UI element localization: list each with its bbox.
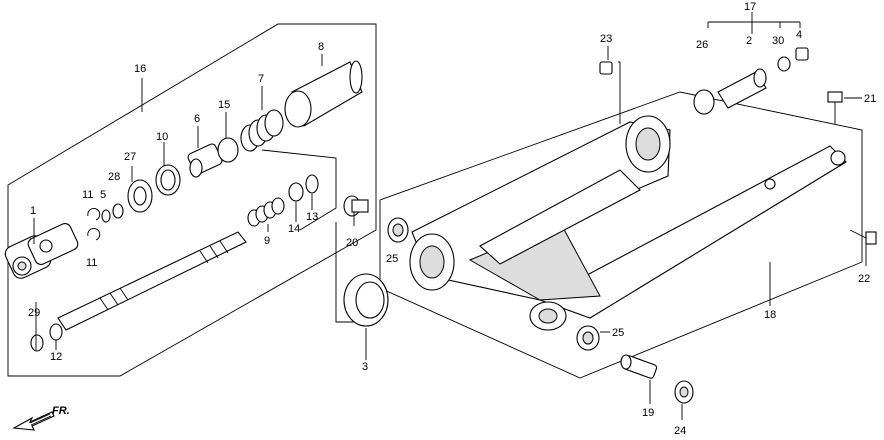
callout-26: 26 [696,39,708,51]
callout-19: 19 [642,407,654,419]
callout-16: 16 [134,63,146,75]
circlip-part-11a [87,208,101,221]
washer-part-14 [288,182,304,202]
callout-21: 21 [864,93,876,105]
callout-4: 4 [796,29,802,41]
washer-part-30 [777,56,791,72]
nut-part-23 [599,61,613,75]
pivot-bolt-part-19 [620,354,658,379]
front-direction-label: FR. [52,405,70,417]
front-direction-arrow-icon [12,411,55,431]
callout-17: 17 [744,1,756,13]
callout-12: 12 [50,351,62,363]
clip-part-13 [305,174,319,194]
washer-part-5 [101,209,111,223]
callout-2: 2 [746,35,752,47]
callout-11b: 11 [86,257,97,269]
bearing-part-25b [576,325,600,351]
callout-8: 8 [318,41,324,53]
spring-part-7 [240,109,284,152]
callout-27: 27 [124,151,136,163]
lock-nut-part-3 [343,273,389,327]
callout-3: 3 [362,361,368,373]
o-ring-part-29 [30,334,44,352]
callout-7: 7 [258,73,264,85]
ring-part-28 [112,203,124,219]
universal-joint-part [4,223,79,279]
bearing-part-25a [387,217,409,243]
callout-20: 20 [346,237,358,249]
pivot-bolt-part-20 [343,195,369,217]
leader-lines [33,12,867,420]
callout-23: 23 [600,33,612,45]
callout-22: 22 [858,273,870,285]
nut-part-4 [795,47,809,61]
callout-9: 9 [264,235,270,247]
callout-18: 18 [764,309,776,321]
callout-10: 10 [156,131,168,143]
swingarm-part-18 [409,115,847,331]
drive-shaft-part [57,231,247,331]
callout-13: 13 [306,211,318,223]
callout-1: 1 [30,205,36,217]
circlip-part-11b [87,228,101,241]
subgroup-frame-13 [261,149,337,231]
collar-part-2 [717,68,767,109]
callout-24: 24 [674,425,686,437]
callout-30: 30 [772,35,784,47]
spring-part-9 [247,197,285,227]
callout-28: 28 [108,171,120,183]
ring-part-15 [217,137,239,163]
callout-25b: 25 [612,327,624,339]
callout-14: 14 [288,223,300,235]
callout-15: 15 [218,99,230,111]
dust-seal-part-26 [693,89,715,115]
assembly-frame-16 [7,23,377,377]
washer-part-12 [49,323,63,341]
lock-nut-part-24 [674,380,694,404]
callout-11a: 11 [82,189,93,201]
joint-yoke-part-6 [187,143,223,178]
bolt-part-21 [827,91,843,124]
callout-25a: 25 [386,253,398,265]
callout-6: 6 [194,113,200,125]
bolt-part-22 [849,229,877,245]
callout-29: 29 [28,307,40,319]
callout-5: 5 [100,189,106,201]
boot-part-8 [284,60,363,128]
